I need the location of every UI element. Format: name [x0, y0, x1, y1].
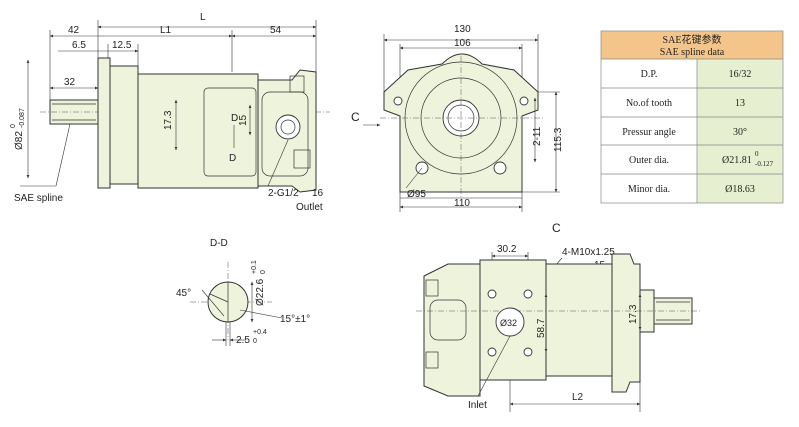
table-row-label: Pressur angle — [622, 127, 676, 138]
label-sae-spline: SAE spline — [14, 193, 63, 204]
dim-17-3-c: 17.3 — [628, 304, 639, 324]
section-mark-upper: D — [231, 113, 238, 124]
table-row-label: Minor dia. — [628, 184, 670, 195]
dim-54: 54 — [270, 25, 282, 36]
dim-L1: L1 — [160, 25, 172, 36]
table-row-tol-upper: 0 — [755, 150, 759, 158]
table-row-label: D.P. — [641, 69, 658, 80]
table-row-value: Ø18.63 — [725, 184, 755, 195]
table-row-value: 16/32 — [729, 69, 752, 80]
dim-2-5-tol-upper: +0.4 — [253, 329, 267, 336]
section-dd: D-D 45° Ø22.6 +0.1 0 15°±1° 2.5 +0.4 0 — [176, 238, 310, 346]
table-row-label: No.of tooth — [626, 98, 672, 109]
dim-12-5: 12.5 — [112, 40, 132, 51]
angle-45: 45° — [176, 288, 191, 299]
table-row-tol-lower: -0.127 — [755, 160, 774, 168]
table-row-value: 30° — [733, 127, 747, 138]
dim-L: L — [200, 12, 206, 23]
label-inlet: Inlet — [468, 400, 487, 411]
dim-110: 110 — [454, 198, 470, 209]
dim-15-side: 15 — [238, 114, 249, 126]
table-title-cn: SAE花键参数 — [663, 33, 722, 46]
arrow-label-c: C — [351, 110, 360, 124]
dim-42: 42 — [68, 25, 80, 36]
table-row-value: 13 — [735, 98, 745, 109]
front-view: C 130 106 2-11 115.3 Ø95 — [351, 24, 564, 212]
side-view: L 42 L1 54 6.5 12.5 32 Ø82 0 -0.087 — [10, 12, 330, 213]
dim-2-11: 2-11 — [532, 126, 543, 146]
dim-shaft-tol-lower: -0.087 — [19, 108, 26, 128]
dia-tol-lower: 0 — [260, 270, 267, 274]
table-row-value: Ø21.81 — [722, 155, 752, 166]
dim-L2: L2 — [572, 392, 584, 403]
dim-2-5: 2.5 — [236, 335, 250, 346]
label-16: 16 — [312, 188, 324, 199]
angle-15: 15°±1° — [280, 314, 310, 325]
section-mark-lower: D — [229, 153, 236, 164]
table-title-en: SAE spline data — [660, 47, 725, 58]
dim-32: 32 — [64, 77, 76, 88]
dim-106: 106 — [454, 38, 471, 49]
dim-32-c: Ø32 — [500, 318, 517, 328]
dim-17-3-side: 17.3 — [163, 110, 174, 130]
dim-130: 130 — [454, 24, 471, 35]
dim-shaft-tol-upper: 0 — [10, 124, 17, 128]
dim-58-7: 58.7 — [536, 318, 547, 338]
table-row-label: Outer dia. — [629, 155, 669, 166]
dim-95: Ø95 — [407, 189, 426, 200]
dim-115-3: 115.3 — [553, 127, 564, 152]
spline-table: SAE花键参数 SAE spline data D.P. 16/32 No.of… — [600, 30, 784, 204]
dia-22-6: Ø22.6 — [255, 278, 266, 306]
dim-shaft-dia: Ø82 — [14, 131, 25, 150]
dia-tol-upper: +0.1 — [251, 260, 258, 274]
view-c: C 30.2 4-M10x1.25 15 Ø32 58.7 17.3 — [416, 221, 700, 412]
dim-6-5: 6.5 — [72, 40, 86, 51]
section-dd-title: D-D — [210, 238, 228, 249]
dim-30-2: 30.2 — [497, 244, 517, 255]
label-outlet: Outlet — [296, 202, 323, 213]
dim-2-5-tol-lower: 0 — [253, 338, 257, 345]
label-port: 2-G1/2 — [268, 188, 299, 199]
view-c-title: C — [552, 221, 561, 235]
thread-label: 4-M10x1.25 — [562, 247, 615, 258]
